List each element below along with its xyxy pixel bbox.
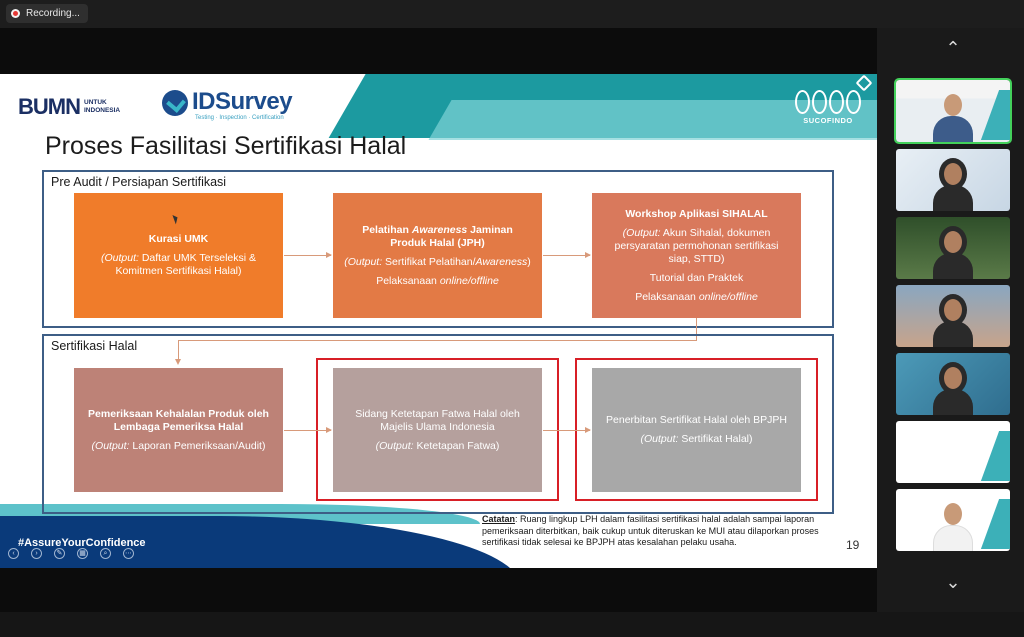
recording-indicator[interactable]: Recording... [6,4,88,23]
bumn-logo: BUMN UNTUK INDONESIA [18,94,121,119]
participant-video [933,231,973,279]
step-pelatihan-awareness: Pelatihan Awareness Jaminan Produk Halal… [333,193,542,318]
section-label: Pre Audit / Persiapan Sertifikasi [51,175,227,189]
zoom-icon[interactable]: ⌕ [100,548,111,559]
flow-arrow [543,252,591,258]
next-slide-icon[interactable]: › [31,548,42,559]
section-label: Sertifikasi Halal [51,339,138,353]
participant-video [933,299,973,347]
top-bar: Recording... [0,0,1024,28]
pen-icon[interactable]: ✎ [54,548,65,559]
previous-slide-icon[interactable]: ‹ [8,548,19,559]
highlight-frame [575,358,818,501]
presentation-slide: BUMN UNTUK INDONESIA IDSurvey Testing · … [0,74,877,568]
globe-icon [795,90,861,114]
slide-title: Proses Fasilitasi Sertifikasi Halal [45,132,407,160]
step-penerbitan-sertifikat: Penerbitan Sertifikat Halal oleh BPJPH (… [592,368,801,492]
step-kurasi-umk: Kurasi UMK (Output: Daftar UMK Terseleks… [74,193,283,318]
sucofindo-logo: SUCOFINDO [795,90,861,125]
participant-tile[interactable] [896,421,1010,483]
presenter-controls: ‹ › ✎ ▦ ⌕ ⋯ [8,548,134,559]
participant-tile[interactable] [894,78,1012,144]
more-options-icon[interactable]: ⋯ [123,548,134,559]
participant-tile[interactable] [896,353,1010,415]
highlight-frame [316,358,559,501]
page-number: 19 [846,538,860,552]
step-pemeriksaan-lph: Pemeriksaan Kehalalan Produk oleh Lembag… [74,368,283,492]
flow-arrow [284,427,332,433]
participant-video [933,163,973,211]
participant-tile[interactable] [896,217,1010,279]
participant-tile[interactable] [896,489,1010,551]
scroll-up-chevron-icon[interactable]: ⌃ [945,38,961,58]
flow-arrow-down [175,359,181,365]
recording-label: Recording... [26,8,80,19]
participant-tile[interactable] [896,285,1010,347]
pre-audit-section: Pre Audit / Persiapan Sertifikasi [42,170,834,328]
flow-arrow [543,427,591,433]
step-sidang-fatwa: Sidang Ketetapan Fatwa Halal oleh Majeli… [333,368,542,492]
record-icon [11,9,20,18]
slides-grid-icon[interactable]: ▦ [77,548,88,559]
participant-video [933,94,973,142]
flow-arrow [284,252,332,258]
scroll-down-chevron-icon[interactable]: ⌄ [945,572,961,592]
flow-connector [696,318,697,340]
idsurvey-mark-icon [162,90,188,116]
flow-connector [178,340,179,360]
participant-video [933,367,973,415]
participant-tile[interactable] [896,149,1010,211]
flow-connector [178,340,697,341]
sertifikasi-halal-section: Sertifikasi Halal [42,334,834,514]
step-workshop-sihalal: Workshop Aplikasi SIHALAL (Output: Akun … [592,193,801,318]
hashtag-text: #AssureYourConfidence [18,537,146,549]
participant-video [933,503,973,551]
slide-note: Catatan: Ruang lingkup LPH dalam fasilit… [482,514,819,548]
